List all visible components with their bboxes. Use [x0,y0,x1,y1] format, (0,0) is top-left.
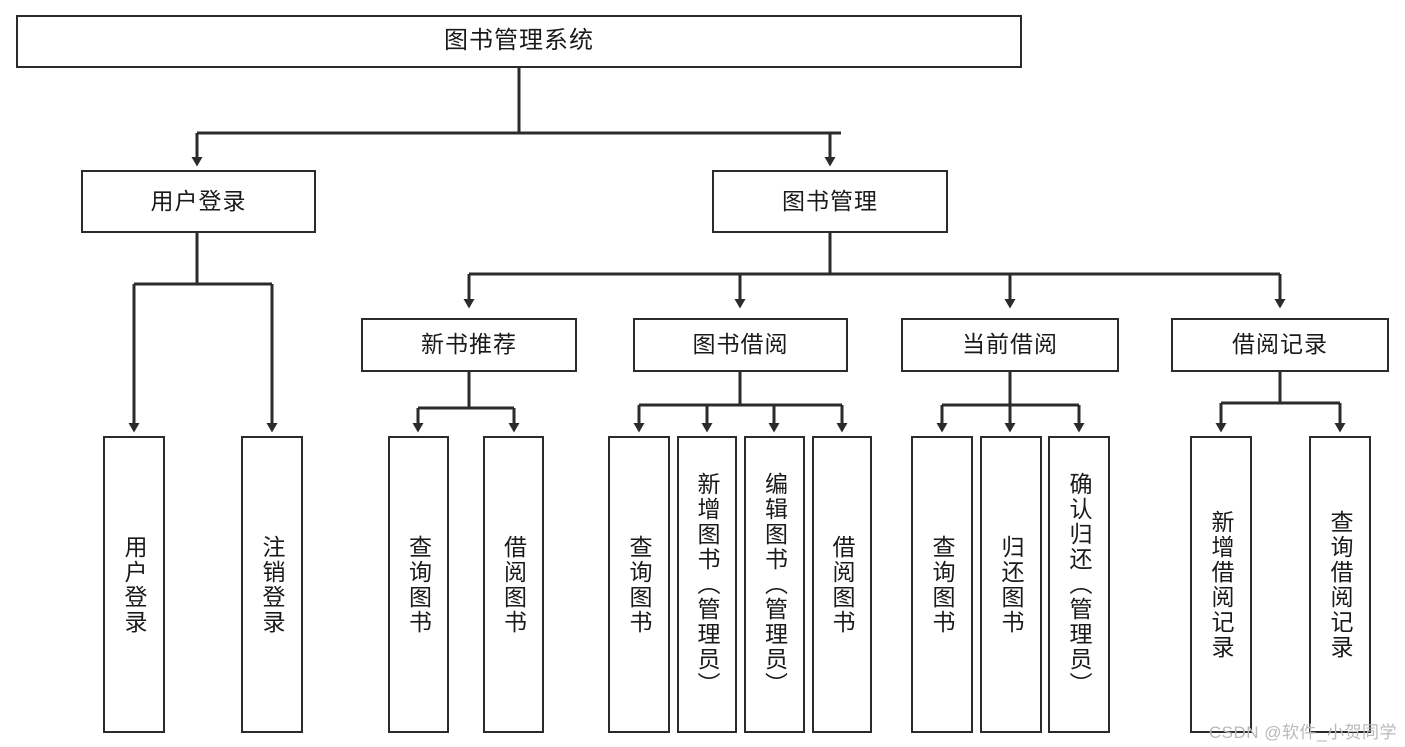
node-new-book-recommend[interactable]: 新书推荐 [361,318,577,372]
node-user-login[interactable]: 用户登录 [81,170,316,233]
leaf-current-confirm-return-admin[interactable]: 确认归还（管理员） [1048,436,1110,733]
leaf-user-login[interactable]: 用户登录 [103,436,165,733]
node-root[interactable]: 图书管理系统 [16,15,1022,68]
leaf-newbook-borrow-book[interactable]: 借阅图书 [483,436,544,733]
leaf-record-query-record[interactable]: 查询借阅记录 [1309,436,1371,733]
leaf-newbook-query-book[interactable]: 查询图书 [388,436,449,733]
node-book-borrow[interactable]: 图书借阅 [633,318,848,372]
watermark: CSDN @软件_小贺同学 [1208,723,1397,742]
leaf-borrow-borrow-book[interactable]: 借阅图书 [812,436,872,733]
leaf-current-return-book[interactable]: 归还图书 [980,436,1042,733]
node-book-manage[interactable]: 图书管理 [712,170,948,233]
leaf-borrow-add-book-admin[interactable]: 新增图书（管理员） [677,436,737,733]
node-current-borrow[interactable]: 当前借阅 [901,318,1119,372]
leaf-record-add-record[interactable]: 新增借阅记录 [1190,436,1252,733]
leaf-user-logout[interactable]: 注销登录 [241,436,303,733]
node-borrow-record[interactable]: 借阅记录 [1171,318,1389,372]
leaf-borrow-edit-book-admin[interactable]: 编辑图书（管理员） [744,436,805,733]
leaf-borrow-query-book[interactable]: 查询图书 [608,436,670,733]
leaf-current-query-book[interactable]: 查询图书 [911,436,973,733]
